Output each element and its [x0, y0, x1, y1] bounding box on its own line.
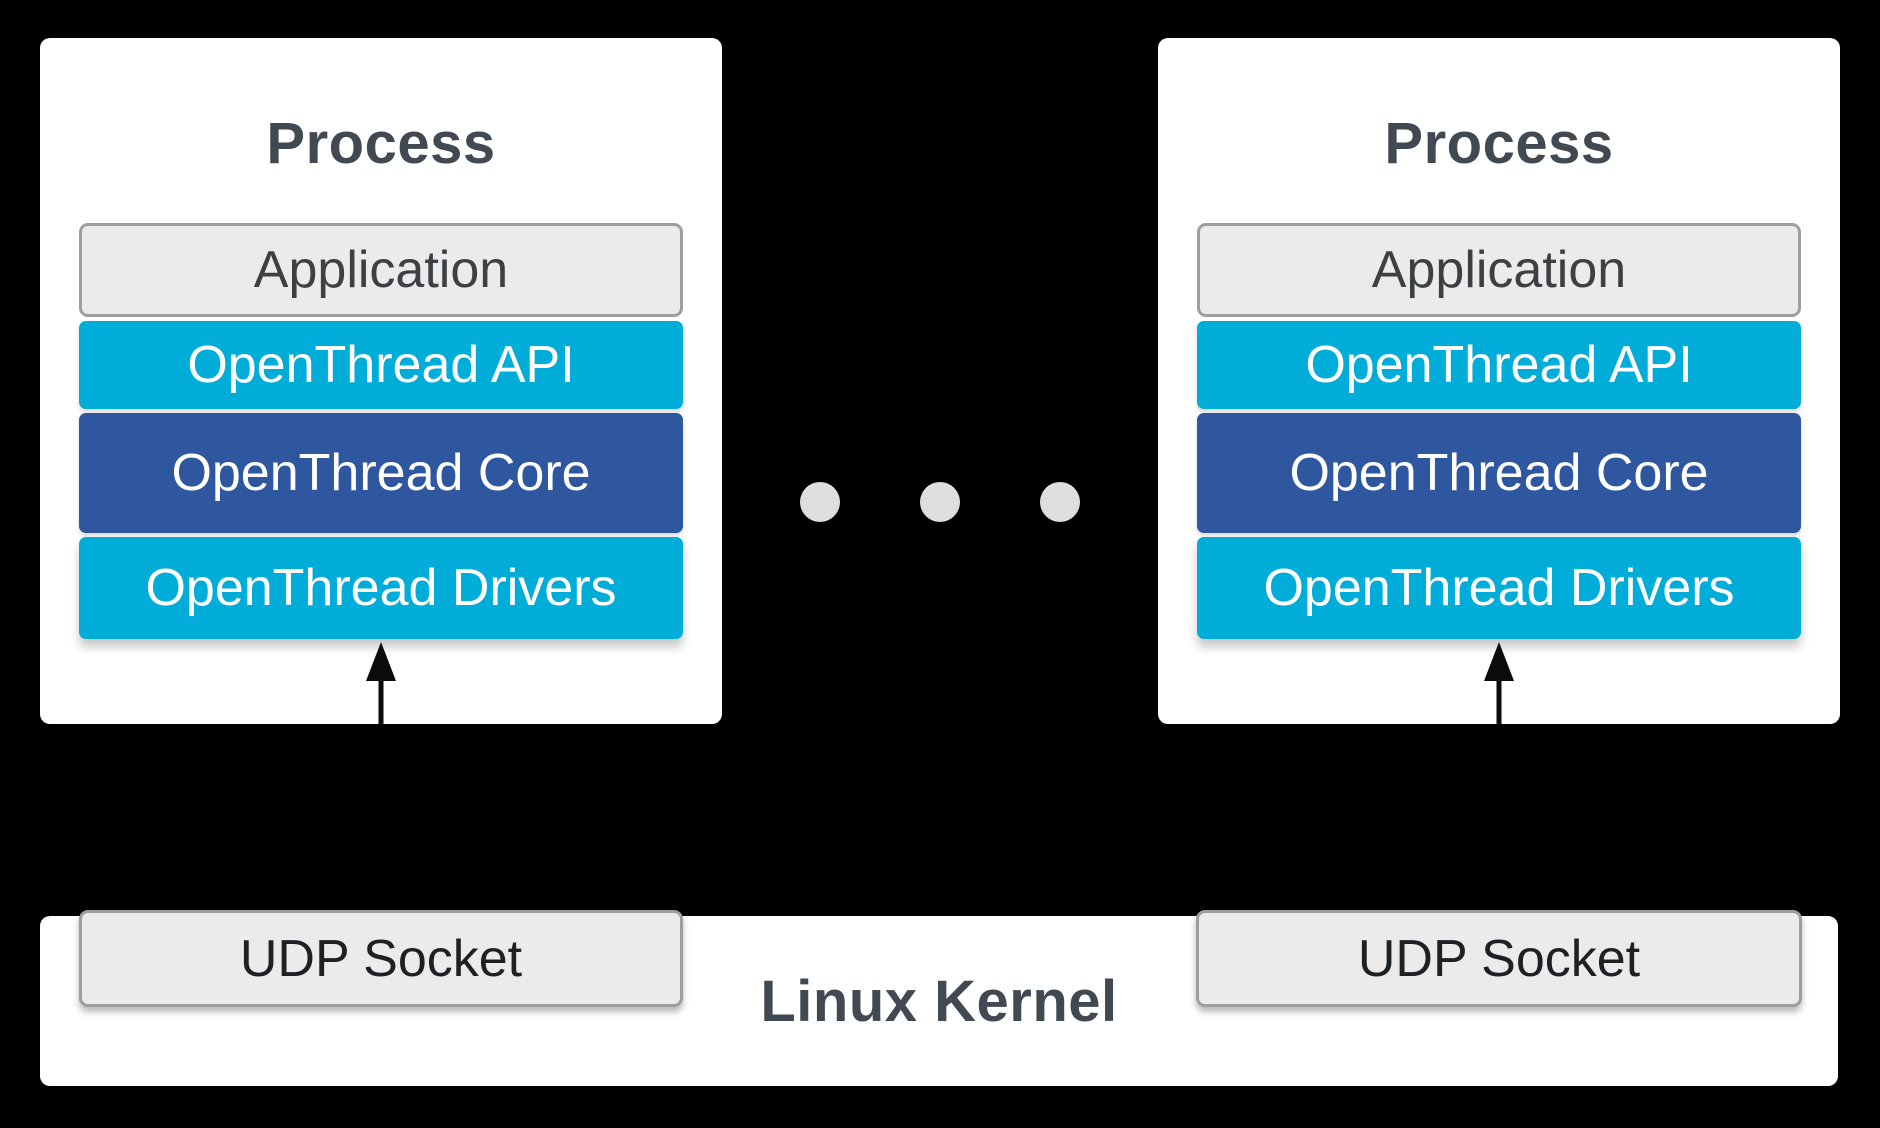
process-card-left: Process Application OpenThread API OpenT… [40, 38, 722, 724]
layer-application: Application [79, 223, 683, 317]
ellipsis-dots [800, 482, 1080, 522]
layer-openthread-core: OpenThread Core [79, 413, 683, 533]
layer-openthread-api: OpenThread API [1197, 321, 1801, 409]
layer-stack: Application OpenThread API OpenThread Co… [79, 223, 683, 639]
upward-arrow-icon [1484, 642, 1514, 724]
linux-kernel-label: Linux Kernel [760, 968, 1118, 1034]
upward-arrow-icon [366, 642, 396, 724]
layer-openthread-drivers: OpenThread Drivers [1197, 537, 1801, 639]
udp-socket-right: UDP Socket [1196, 910, 1802, 1007]
linux-kernel-bar: Linux Kernel UDP Socket UDP Socket [40, 910, 1838, 1086]
process-card-right: Process Application OpenThread API OpenT… [1158, 38, 1840, 724]
layer-stack: Application OpenThread API OpenThread Co… [1197, 223, 1801, 639]
layer-openthread-api: OpenThread API [79, 321, 683, 409]
process-title: Process [1384, 111, 1614, 176]
dot [1040, 482, 1080, 522]
layer-application: Application [1197, 223, 1801, 317]
layer-openthread-core: OpenThread Core [1197, 413, 1801, 533]
process-title: Process [266, 111, 496, 176]
udp-socket-left: UDP Socket [79, 910, 683, 1007]
layer-openthread-drivers: OpenThread Drivers [79, 537, 683, 639]
dot [800, 482, 840, 522]
dot [920, 482, 960, 522]
